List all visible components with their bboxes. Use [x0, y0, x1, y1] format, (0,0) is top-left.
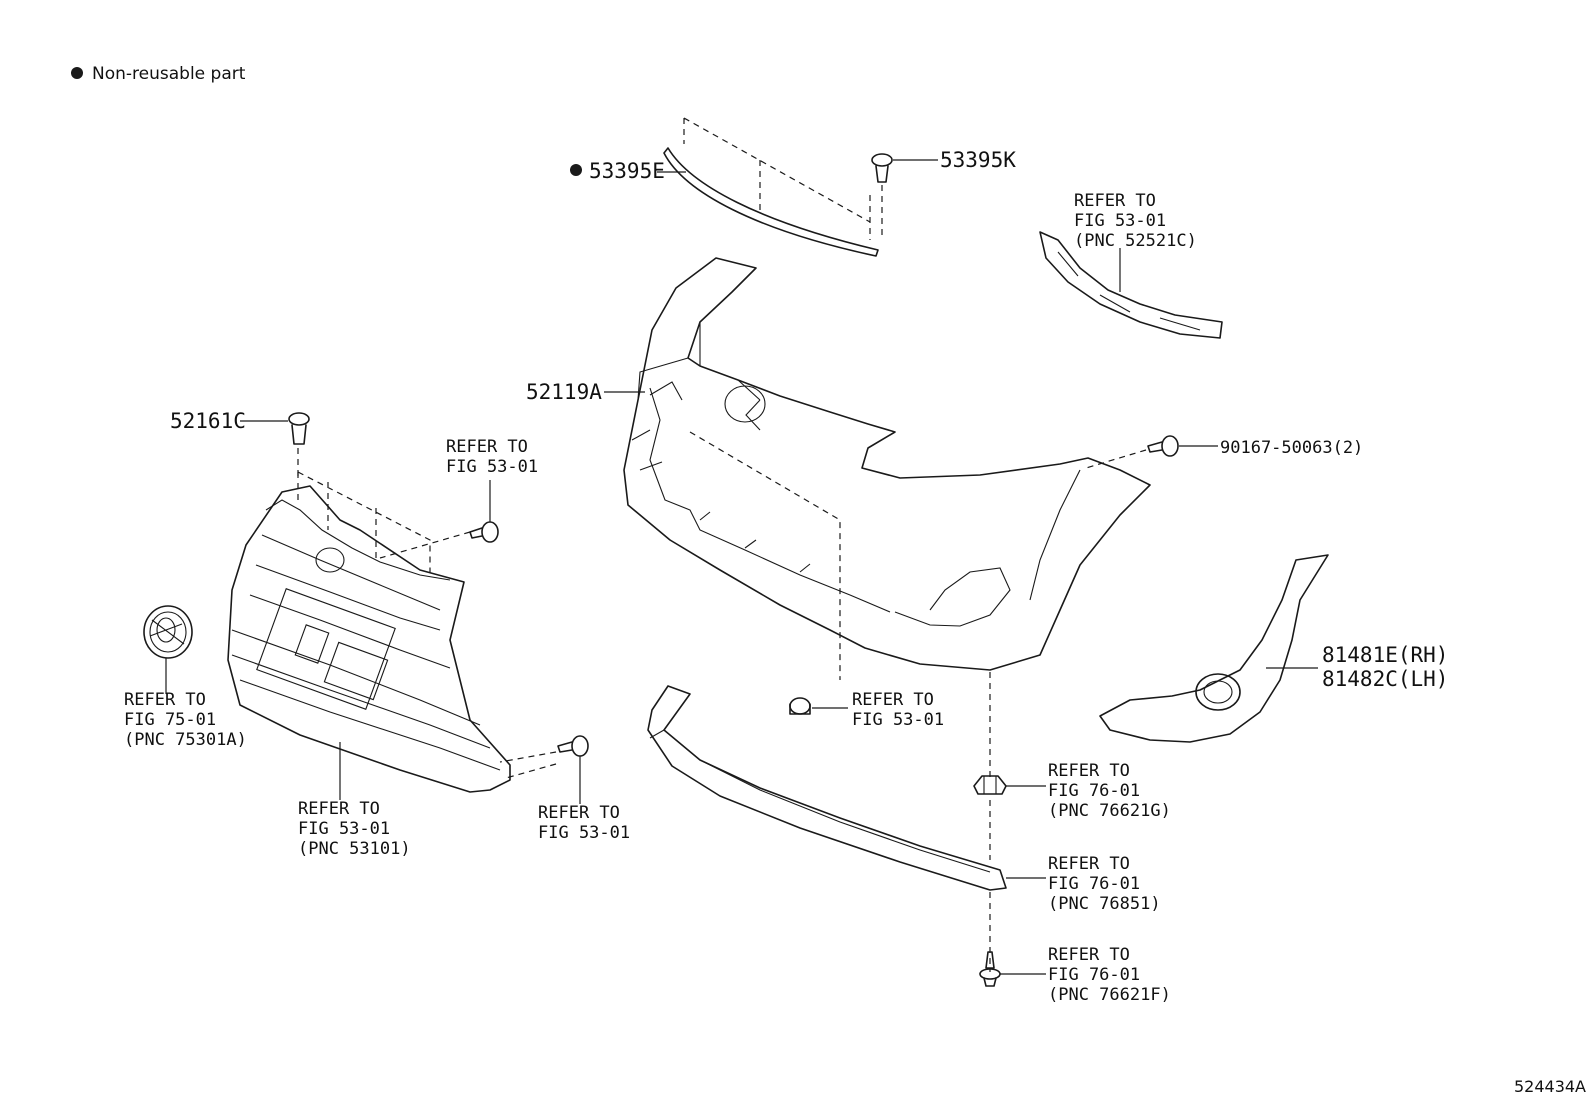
- radiator-grille[interactable]: [227, 485, 511, 793]
- ref-52521C[interactable]: REFER TO FIG 53-01 (PNC 52521C): [1074, 191, 1197, 251]
- screw-76621F[interactable]: [979, 951, 1001, 987]
- ref-76621F[interactable]: REFER TO FIG 76-01 (PNC 76621F): [1048, 945, 1171, 1005]
- non-reusable-bullet-icon: [570, 164, 582, 176]
- clip-53395K[interactable]: [871, 153, 893, 240]
- bolt-90167-50063[interactable]: [1085, 435, 1179, 469]
- legend-text: Non-reusable part: [92, 64, 246, 84]
- ref-line: (PNC 53101): [298, 839, 411, 859]
- ref-line: FIG 53-01: [298, 819, 390, 839]
- ref-line: (PNC 75301A): [124, 730, 247, 750]
- ref-line: REFER TO: [124, 690, 206, 710]
- ref-76621G[interactable]: REFER TO FIG 76-01 (PNC 76621G): [1048, 761, 1171, 821]
- part-53395E-seal[interactable]: [663, 117, 879, 257]
- bolt-bumper-middle[interactable]: [789, 697, 811, 715]
- lower-spoiler-76851[interactable]: [647, 685, 1007, 891]
- ref-line: FIG 53-01: [538, 823, 630, 843]
- bracket-52521C[interactable]: [1039, 231, 1223, 339]
- ref-line: FIG 53-01: [852, 710, 944, 730]
- ref-line: REFER TO: [446, 437, 528, 457]
- figure-id: 524434A: [1514, 1077, 1586, 1096]
- ref-line: FIG 75-01: [124, 710, 216, 730]
- ref-line: REFER TO: [1074, 191, 1156, 211]
- emblem-75301A[interactable]: [143, 605, 193, 659]
- label-53395K: 53395K: [940, 148, 1016, 172]
- non-reusable-bullet-icon: [71, 67, 83, 79]
- ref-53-01-top[interactable]: REFER TO FIG 53-01: [446, 437, 538, 477]
- clip-76621G[interactable]: [973, 775, 1007, 795]
- ref-53-01-bolt[interactable]: REFER TO FIG 53-01: [538, 803, 630, 843]
- bumper-cover-52119A[interactable]: [623, 257, 1151, 671]
- ref-75301A[interactable]: REFER TO FIG 75-01 (PNC 75301A): [124, 690, 247, 750]
- ref-line: (PNC 52521C): [1074, 231, 1197, 251]
- ref-line: FIG 76-01: [1048, 781, 1140, 801]
- ref-line: FIG 76-01: [1048, 874, 1140, 894]
- bolt-grille-lower[interactable]: [499, 735, 589, 779]
- ref-line: REFER TO: [1048, 854, 1130, 874]
- ref-line: FIG 53-01: [1074, 211, 1166, 231]
- ref-line: (PNC 76621F): [1048, 985, 1171, 1005]
- clip-52161C[interactable]: [288, 412, 310, 480]
- label-81482C-LH: 81482C(LH): [1322, 667, 1448, 691]
- label-52119A: 52119A: [526, 380, 602, 404]
- legend: Non-reusable part: [71, 64, 246, 84]
- ref-line: REFER TO: [298, 799, 380, 819]
- bolt-grille-top[interactable]: [469, 521, 499, 543]
- ref-line: REFER TO: [1048, 761, 1130, 781]
- ref-line: (PNC 76851): [1048, 894, 1161, 914]
- ref-line: REFER TO: [1048, 945, 1130, 965]
- ref-line: REFER TO: [538, 803, 620, 823]
- ref-line: FIG 53-01: [446, 457, 538, 477]
- ref-76851[interactable]: REFER TO FIG 76-01 (PNC 76851): [1048, 854, 1161, 914]
- label-81481E-RH: 81481E(RH): [1322, 643, 1448, 667]
- label-52161C: 52161C: [170, 409, 246, 433]
- ref-line: FIG 76-01: [1048, 965, 1140, 985]
- fog-lamp-cover-81481E-81482C[interactable]: [1099, 554, 1329, 743]
- ref-line: (PNC 76621G): [1048, 801, 1171, 821]
- label-90167-50063: 90167-50063(2): [1220, 438, 1363, 458]
- ref-line: REFER TO: [852, 690, 934, 710]
- ref-53101[interactable]: REFER TO FIG 53-01 (PNC 53101): [298, 799, 411, 859]
- label-53395E: 53395E: [589, 159, 665, 183]
- ref-53-01-mid[interactable]: REFER TO FIG 53-01: [852, 690, 944, 730]
